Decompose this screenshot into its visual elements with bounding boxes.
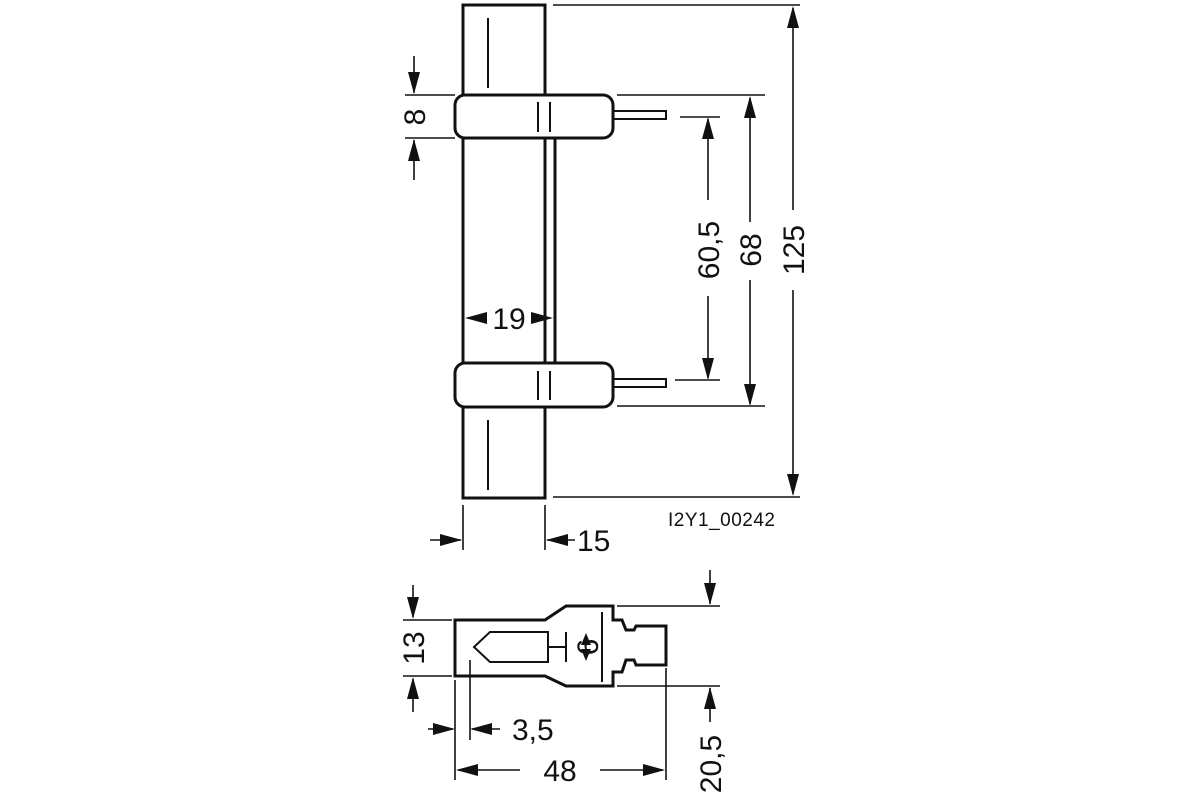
dim-label-60-5: 60,5 [693,221,726,279]
dim-clip-height: 8 [399,56,432,180]
dim-terminal-spacing: 60,5 [693,117,726,380]
dim-end-height: 13 [398,585,452,712]
dim-label-15: 15 [577,525,610,558]
dim-end-length: 48 [454,668,667,788]
dim-label-8: 8 [399,109,432,126]
dim-offset: 3,5 [428,660,554,747]
side-view: 125 68 60,5 8 [399,3,811,558]
dim-label-19: 19 [492,303,525,336]
blade [472,631,549,663]
dim-label-6: 6 [572,639,605,656]
dim-label-68: 68 [735,233,768,266]
dim-label-20-5: 20,5 [695,735,728,793]
dim-overall-length: 125 [778,6,811,496]
dim-outer-width: 15 [430,505,610,558]
reference-code: I2Y1_00242 [668,510,776,531]
dim-label-3-5: 3,5 [512,714,554,747]
dim-slot: 6 [572,633,605,661]
dim-clip-spacing: 68 [735,96,768,406]
dim-inner-width: 19 [465,303,553,336]
dim-end-depth: 20,5 [617,570,728,793]
dim-label-48: 48 [543,755,576,788]
dim-label-13: 13 [398,631,431,664]
end-view: 13 6 3,5 48 [398,570,728,793]
dim-label-125: 125 [778,225,811,275]
lower-clip [453,361,667,409]
fuse-body [461,3,547,500]
upper-clip [453,93,667,140]
